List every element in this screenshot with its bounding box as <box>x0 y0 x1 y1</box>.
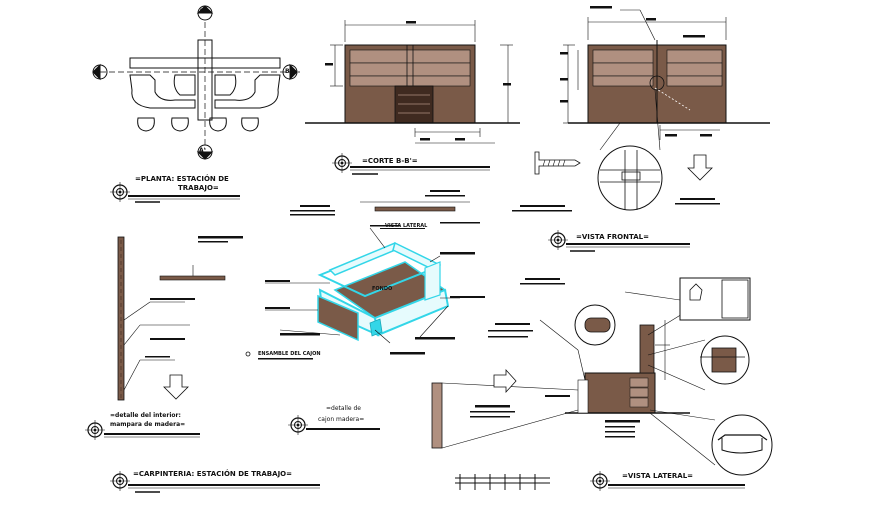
section-label-b-prime: B' <box>285 68 292 75</box>
title-corte: =CORTE B-B'= <box>362 157 418 165</box>
section-label-a-prime: A' <box>199 147 206 154</box>
title-detalle-interior-line2: mampara de madera= <box>110 421 186 428</box>
vista-frontal-drawing <box>512 6 770 212</box>
section-marker-icon <box>547 229 569 251</box>
label-cajon-note: ENSAMBLE DEL CAJON <box>258 351 321 357</box>
mampara-drawing <box>117 236 243 401</box>
title-planta-line2: TRABAJO= <box>178 184 219 192</box>
arrow-down-icon <box>163 374 189 400</box>
title-vista-frontal: =VISTA FRONTAL= <box>576 233 649 241</box>
scale-bar <box>455 474 550 490</box>
corte-drawing <box>305 20 520 144</box>
screw-icon <box>534 151 581 175</box>
label-vista-lateral-small: VISTA LATERAL <box>385 223 428 229</box>
title-detalle-cajon-line2: cajon madera= <box>318 416 365 423</box>
section-label-b: B <box>95 68 100 75</box>
section-marker-icon <box>84 419 106 441</box>
section-marker-icon <box>331 152 353 174</box>
title-carpinteria: =CARPINTERIA: ESTACIÓN DE TRABAJO= <box>133 470 292 478</box>
drawer-isometric <box>245 225 485 360</box>
title-vista-lateral: =VISTA LATERAL= <box>622 472 694 480</box>
section-marker-icon <box>589 470 611 492</box>
label-fondo: FONDO <box>372 286 393 292</box>
section-label-a: A <box>199 8 204 15</box>
section-marker-icon <box>109 181 131 203</box>
arrow-right-icon <box>493 368 517 394</box>
arrow-down-icon <box>687 154 713 181</box>
title-planta-line1: =PLANTA: ESTACIÓN DE <box>135 175 229 183</box>
handle-icon <box>717 434 768 441</box>
mampara-profile <box>431 382 443 449</box>
vista-lateral-drawing <box>431 277 773 476</box>
section-marker-icon <box>109 470 131 492</box>
title-detalle-cajon-line1: =detalle de <box>326 405 361 412</box>
vista-lateral-small-detail <box>290 190 480 229</box>
planta-drawing <box>92 5 300 160</box>
title-detalle-interior-line1: =detalle del interior: <box>110 412 181 419</box>
section-marker-icon <box>287 414 309 436</box>
